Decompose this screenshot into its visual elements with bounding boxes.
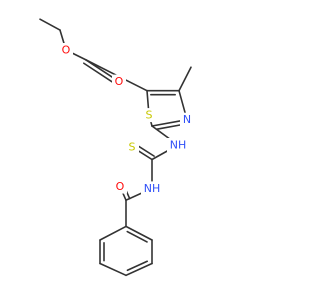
bond-ph-1 [125,225,153,241]
bond-ph-4 [99,262,127,277]
atom-nh-thiazole: NH [170,139,187,152]
bond-carbonyl-o-double-2 [83,62,118,86]
bond-c4-methyl [178,66,192,92]
molecule-structure: O O S N NH S NH O [39,18,192,277]
atom-o-ester-single: O [62,44,71,57]
bond-ph-1-inner [126,230,148,243]
bond-ph-3 [125,262,153,277]
bond-ph-3-inner [126,260,149,272]
atom-n-ring: N [183,113,191,126]
atom-s-ring: S [146,109,153,122]
bond-ethyl-ch3 [39,18,61,31]
bond-n3-c2-double [156,123,185,130]
bond-ph-6 [99,225,127,241]
atom-s-thione: S [129,140,136,153]
atom-o-ester-double: O [115,75,124,88]
atom-nh-benzoyl: NH [144,182,161,195]
atom-o-benzoyl: O [116,180,125,193]
